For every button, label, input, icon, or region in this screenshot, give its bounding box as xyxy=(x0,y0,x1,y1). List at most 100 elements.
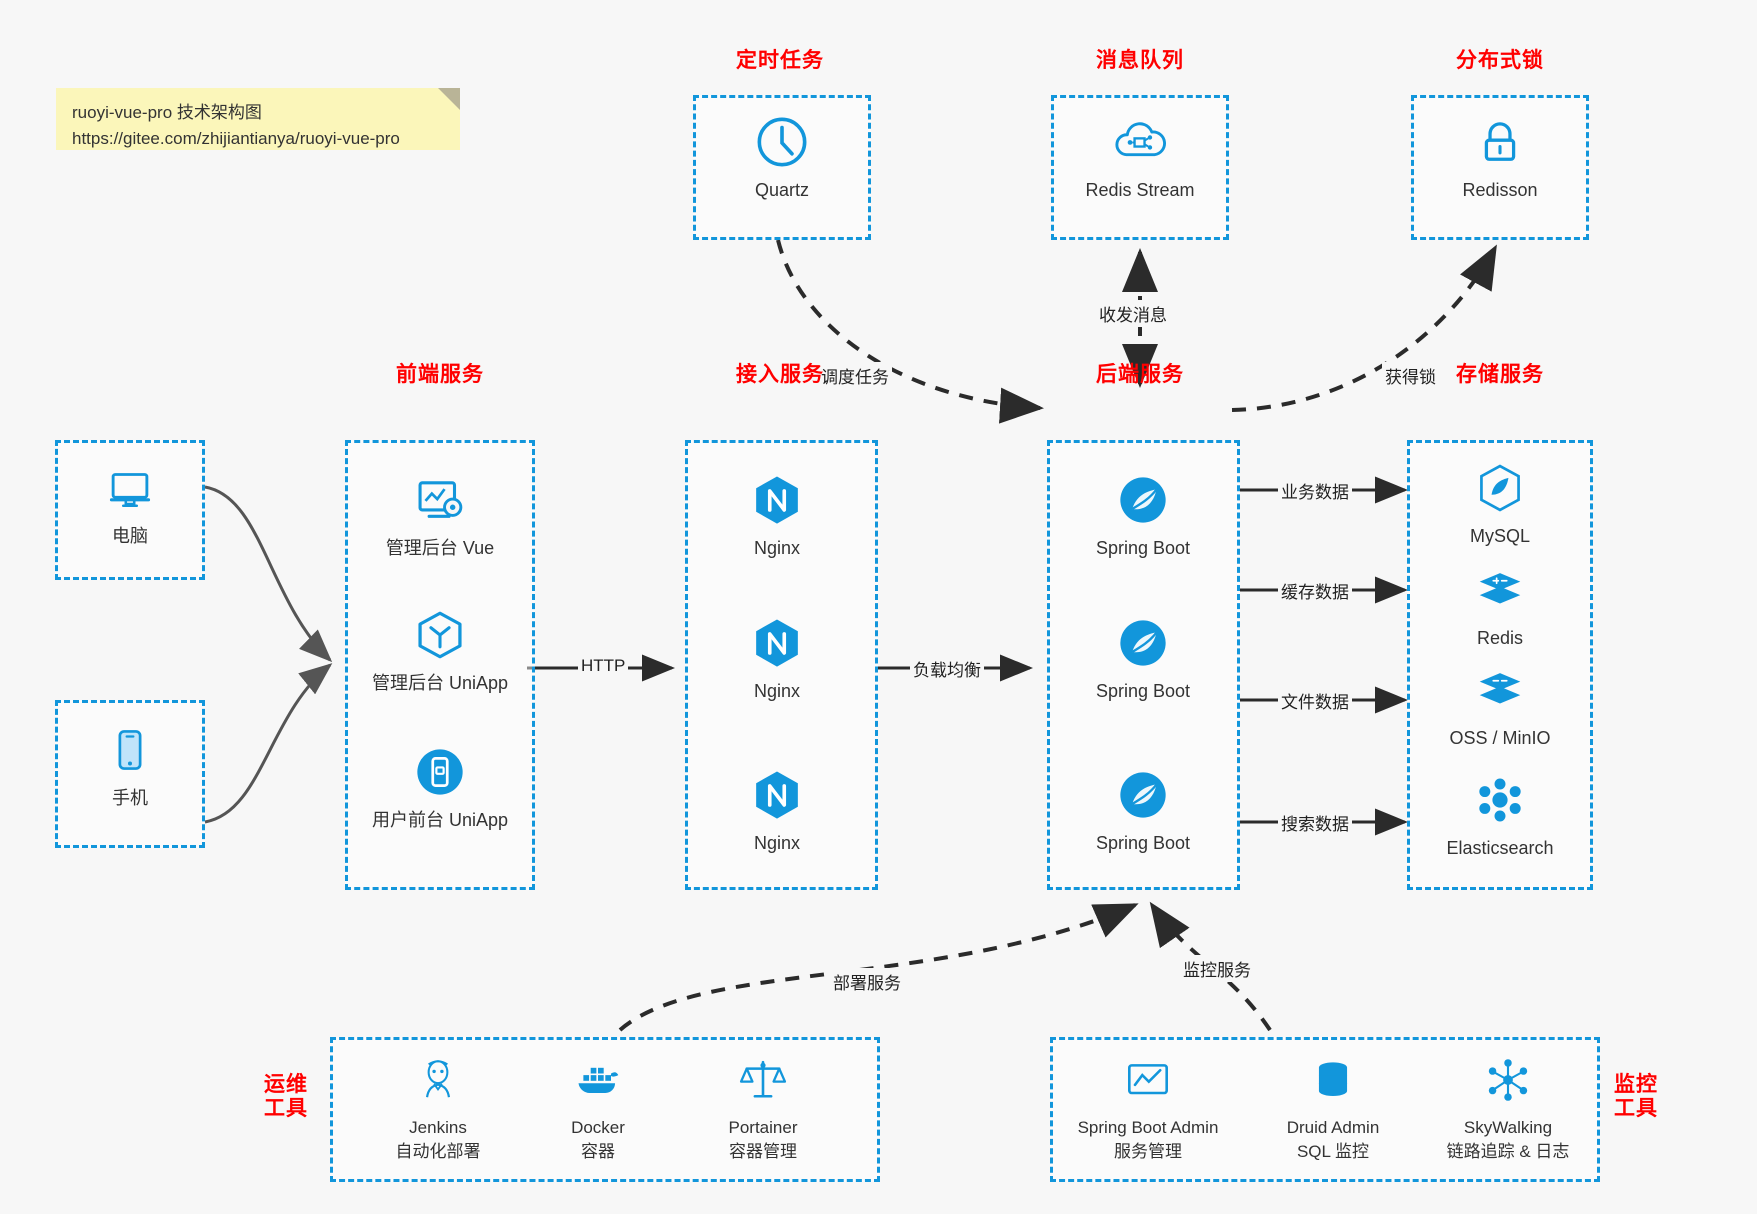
group-box-message-queue xyxy=(1051,95,1229,240)
edge-label-search-data: 搜索数据 xyxy=(1278,809,1352,836)
cloud-stream-icon xyxy=(1065,112,1215,172)
group-title-monitoring: 监控 工具 xyxy=(1608,1073,1664,1121)
node-sublabel: 自动化部署 xyxy=(395,1141,481,1161)
node-skywalking[interactable]: SkyWalking 链路追踪 & 日志 xyxy=(1410,1050,1606,1164)
note-url: https://gitee.com/zhijiantianya/ruoyi-vu… xyxy=(72,129,400,149)
node-label: Druid Admin xyxy=(1286,1118,1380,1137)
node-label: SkyWalking xyxy=(1463,1118,1553,1137)
spring-boot-icon xyxy=(1068,613,1218,673)
group-title-gateway: 接入服务 xyxy=(736,363,824,386)
node-pc[interactable]: 电脑 xyxy=(55,458,205,548)
node-label: 管理后台 UniApp xyxy=(371,673,509,693)
group-box-distributed-lock xyxy=(1411,95,1589,240)
node-label: Elasticsearch xyxy=(1446,838,1554,858)
node-spring-boot-1[interactable]: Spring Boot xyxy=(1068,470,1218,560)
spring-boot-icon xyxy=(1068,765,1218,825)
node-label: Nginx xyxy=(753,833,801,853)
node-oss-minio[interactable]: OSS / MinIO xyxy=(1425,660,1575,750)
database-icon xyxy=(1235,1050,1431,1110)
desktop-icon xyxy=(55,458,205,518)
node-label: Portainer xyxy=(728,1118,798,1137)
node-spring-boot-admin[interactable]: Spring Boot Admin 服务管理 xyxy=(1050,1050,1246,1164)
group-title-scheduled-task: 定时任务 xyxy=(736,49,824,72)
mobile-app-icon xyxy=(365,742,515,802)
node-elasticsearch[interactable]: Elasticsearch xyxy=(1425,770,1575,860)
group-title-message-queue: 消息队列 xyxy=(1096,49,1184,72)
node-spring-boot-3[interactable]: Spring Boot xyxy=(1068,765,1218,855)
edge-label-file-data: 文件数据 xyxy=(1278,687,1352,714)
lock-icon xyxy=(1425,112,1575,172)
node-label: OSS / MinIO xyxy=(1449,728,1551,748)
node-label: MySQL xyxy=(1469,526,1530,546)
node-redisson[interactable]: Redisson xyxy=(1425,112,1575,202)
node-label: Jenkins xyxy=(409,1118,467,1137)
node-user-uniapp[interactable]: 用户前台 UniApp xyxy=(365,742,515,832)
group-title-storage: 存储服务 xyxy=(1456,363,1544,386)
note-title: ruoyi-vue-pro 技术架构图 xyxy=(72,103,262,122)
node-label: Quartz xyxy=(754,180,810,200)
node-label: Spring Boot Admin xyxy=(1077,1118,1219,1137)
edge-label-load-balance: 负载均衡 xyxy=(910,655,984,682)
group-title-monitoring-line1: 监控 xyxy=(1614,1073,1658,1096)
node-label: 管理后台 Vue xyxy=(385,538,495,558)
group-box-client-pc xyxy=(55,440,205,580)
node-sublabel: 容器管理 xyxy=(729,1141,797,1161)
group-box-client-mobile xyxy=(55,700,205,848)
clock-icon xyxy=(707,112,857,172)
node-docker[interactable]: Docker 容器 xyxy=(500,1050,696,1164)
redis-icon xyxy=(1425,560,1575,620)
edge-label-business-data: 业务数据 xyxy=(1278,477,1352,504)
cube-uniapp-icon xyxy=(365,605,515,665)
node-nginx-3[interactable]: Nginx xyxy=(702,765,852,855)
group-title-backend: 后端服务 xyxy=(1096,363,1184,386)
node-druid-admin[interactable]: Druid Admin SQL 监控 xyxy=(1235,1050,1431,1164)
node-label: Redis Stream xyxy=(1085,180,1195,200)
node-portainer[interactable]: Portainer 容器管理 xyxy=(665,1050,861,1164)
node-label: 电脑 xyxy=(112,526,148,546)
portainer-icon xyxy=(665,1050,861,1110)
oss-minio-icon xyxy=(1425,660,1575,720)
node-sublabel: 链路追踪 & 日志 xyxy=(1446,1141,1570,1161)
node-mysql[interactable]: MySQL xyxy=(1425,458,1575,548)
skywalking-icon xyxy=(1410,1050,1606,1110)
node-label: 手机 xyxy=(112,788,148,808)
group-title-frontend: 前端服务 xyxy=(396,363,484,386)
elasticsearch-icon xyxy=(1425,770,1575,830)
edge-label-lock: 获得锁 xyxy=(1382,362,1439,389)
node-quartz[interactable]: Quartz xyxy=(707,112,857,202)
node-spring-boot-2[interactable]: Spring Boot xyxy=(1068,613,1218,703)
nginx-icon xyxy=(702,470,852,530)
node-redis-stream[interactable]: Redis Stream xyxy=(1065,112,1215,202)
group-title-devops: 运维 工具 xyxy=(258,1073,314,1121)
group-title-devops-line1: 运维 xyxy=(264,1073,308,1096)
group-box-devops xyxy=(330,1037,880,1182)
group-title-devops-line2: 工具 xyxy=(264,1097,308,1121)
nginx-icon xyxy=(702,613,852,673)
edge-label-cache-data: 缓存数据 xyxy=(1278,577,1352,604)
node-nginx-2[interactable]: Nginx xyxy=(702,613,852,703)
node-label: Spring Boot xyxy=(1095,833,1191,853)
edge-label-message: 收发消息 xyxy=(1096,300,1170,327)
node-sublabel: SQL 监控 xyxy=(1296,1141,1370,1161)
phone-icon xyxy=(55,720,205,780)
node-label: Spring Boot xyxy=(1095,538,1191,558)
node-label: Redis xyxy=(1476,628,1524,648)
dashboard-vue-icon xyxy=(365,470,515,530)
edge-label-http: HTTP xyxy=(578,655,629,677)
node-admin-uniapp[interactable]: 管理后台 UniApp xyxy=(365,605,515,695)
node-label: Nginx xyxy=(753,538,801,558)
spring-boot-admin-icon xyxy=(1050,1050,1246,1110)
edge-label-monitor-service: 监控服务 xyxy=(1180,955,1254,982)
node-admin-vue[interactable]: 管理后台 Vue xyxy=(365,470,515,560)
nginx-icon xyxy=(702,765,852,825)
node-label: Nginx xyxy=(753,681,801,701)
node-label: Spring Boot xyxy=(1095,681,1191,701)
node-redis[interactable]: Redis xyxy=(1425,560,1575,650)
group-title-distributed-lock: 分布式锁 xyxy=(1456,49,1544,72)
node-mobile[interactable]: 手机 xyxy=(55,720,205,810)
node-label: 用户前台 UniApp xyxy=(371,810,509,830)
node-nginx-1[interactable]: Nginx xyxy=(702,470,852,560)
spring-boot-icon xyxy=(1068,470,1218,530)
node-jenkins[interactable]: Jenkins 自动化部署 xyxy=(340,1050,536,1164)
docker-icon xyxy=(500,1050,696,1110)
